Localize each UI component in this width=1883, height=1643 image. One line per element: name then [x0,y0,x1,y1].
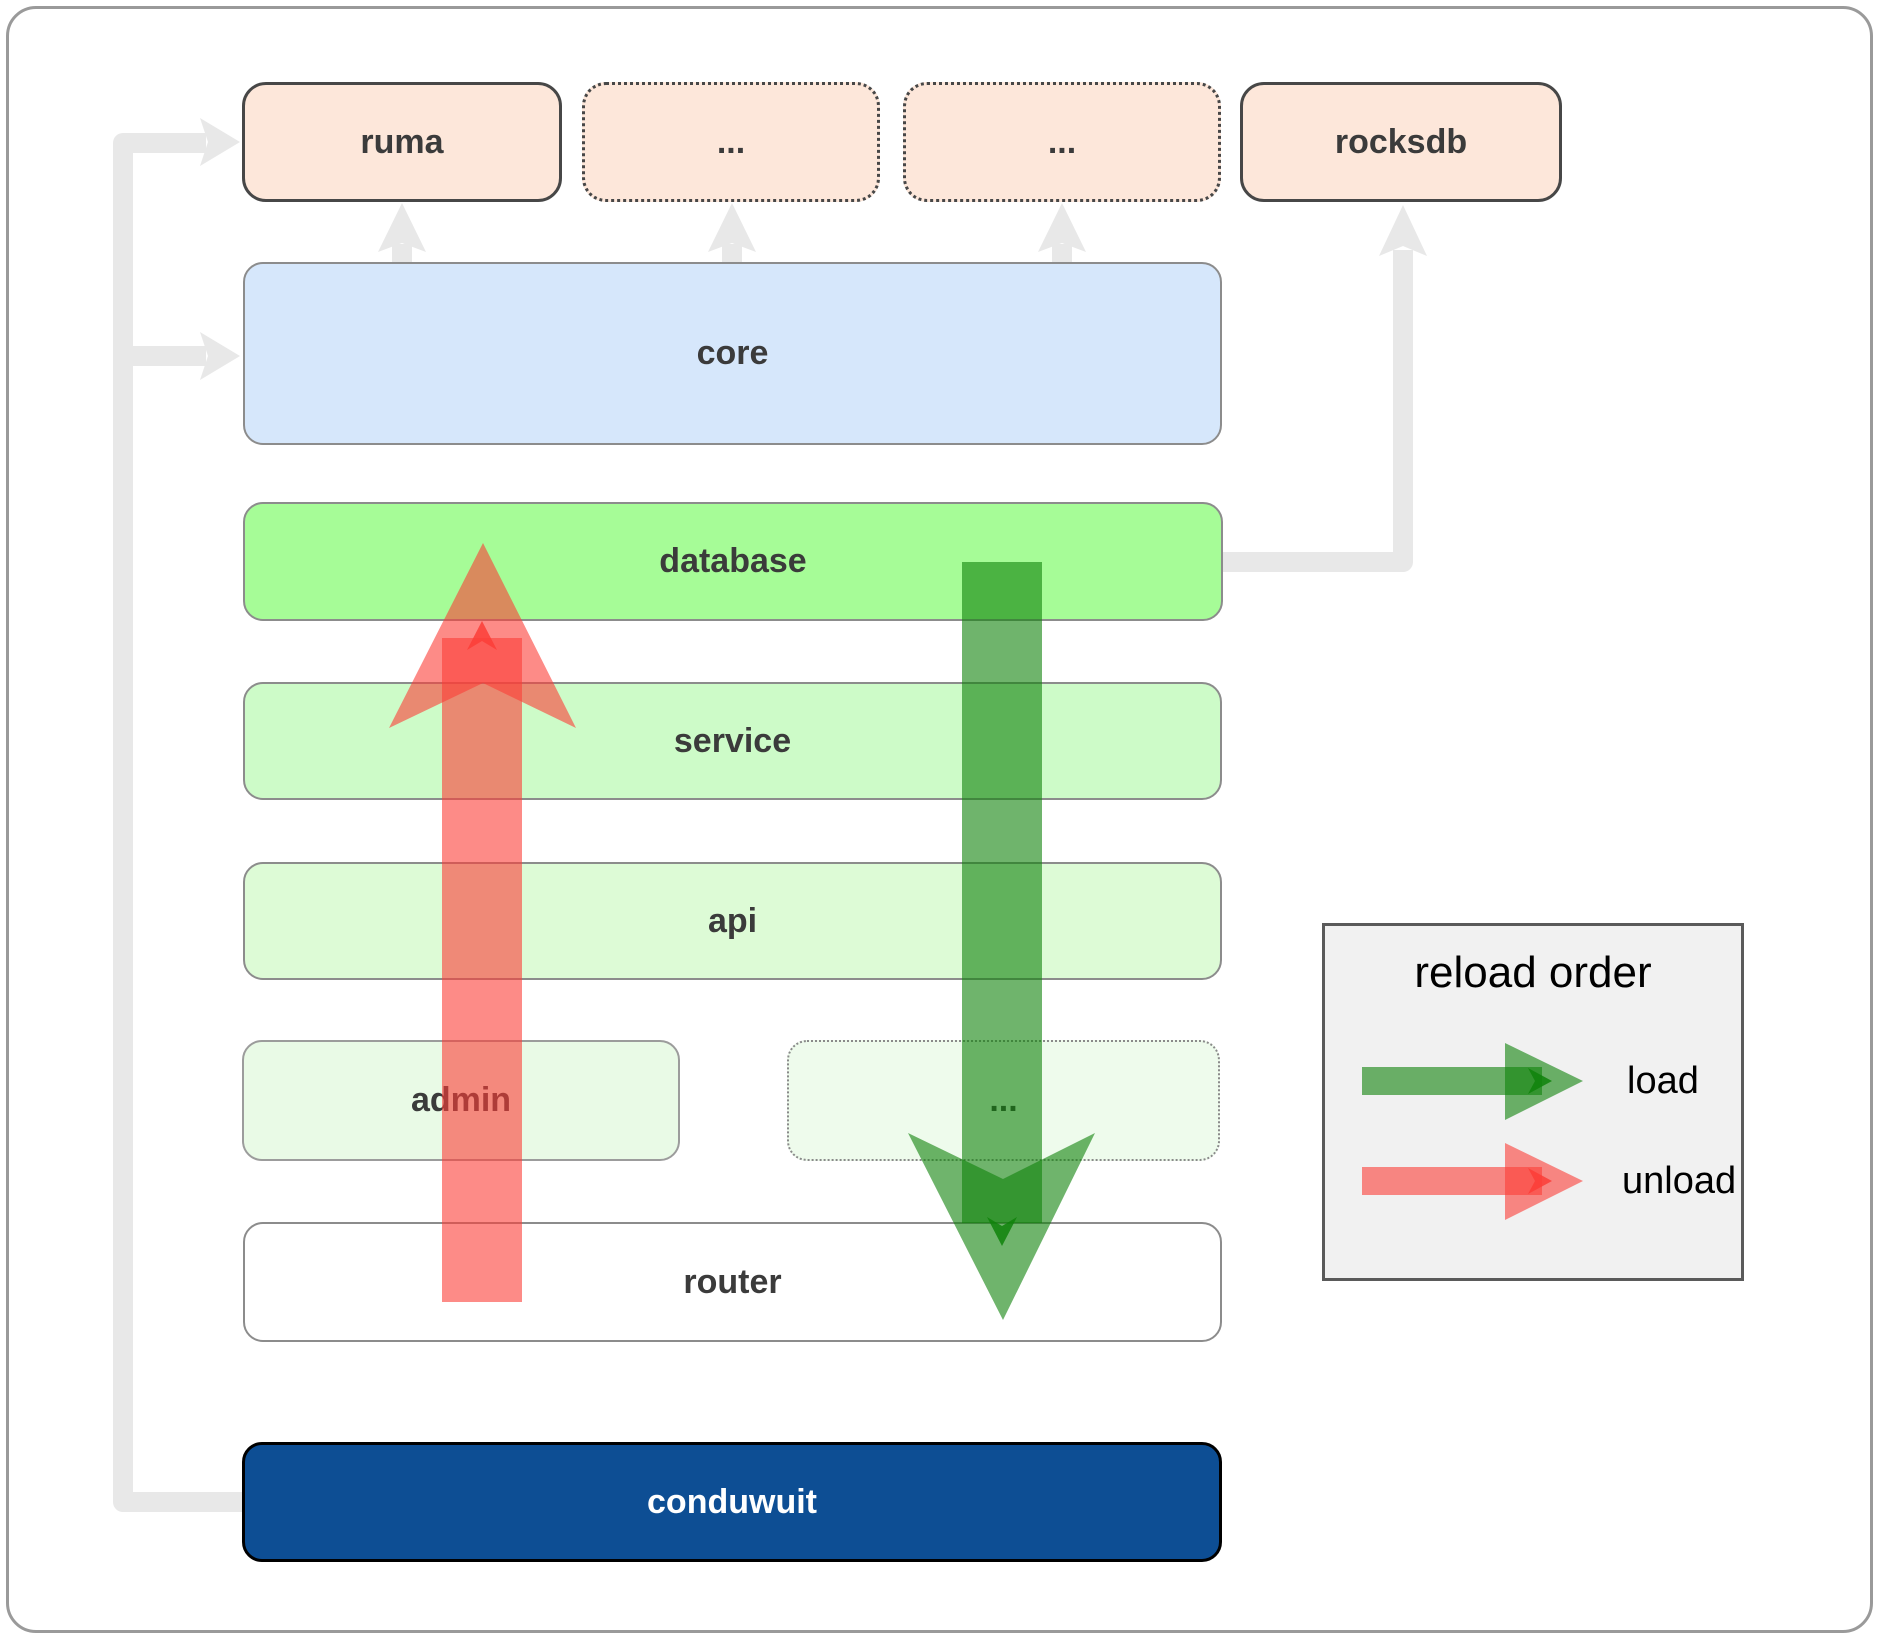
node-api[interactable]: api [243,862,1222,980]
node-admin-label: admin [410,1081,512,1119]
node-ellipsis-c-label: ... [989,1081,1018,1119]
node-database-label: database [659,542,807,580]
node-ruma-label: ruma [360,122,444,161]
legend-unload-label: unload [1622,1159,1737,1202]
node-service[interactable]: service [243,682,1222,800]
node-core[interactable]: core [243,262,1222,445]
node-rocksdb[interactable]: rocksdb [1240,82,1562,202]
node-ellipsis-b[interactable]: ... [903,82,1221,202]
node-conduwuit[interactable]: conduwuit [242,1442,1222,1562]
node-ellipsis-a-label: ... [716,122,746,161]
node-ellipsis-b-label: ... [1047,122,1077,161]
outer-frame [6,6,1873,1633]
node-rocksdb-label: rocksdb [1334,122,1468,161]
node-conduwuit-label: conduwuit [647,1482,817,1521]
node-ellipsis-a[interactable]: ... [582,82,880,202]
node-router[interactable]: router [243,1222,1222,1342]
node-router-label: router [683,1262,782,1301]
node-core-label: core [696,334,769,372]
legend-title: reload order [1414,948,1652,997]
node-database[interactable]: database [243,502,1223,621]
node-service-label: service [673,721,792,760]
node-api-label: api [707,901,758,940]
node-ruma[interactable]: ruma [242,82,562,202]
legend-load-label: load [1627,1059,1699,1102]
node-admin[interactable]: admin [242,1040,680,1161]
node-ellipsis-c[interactable]: ... [787,1040,1220,1161]
